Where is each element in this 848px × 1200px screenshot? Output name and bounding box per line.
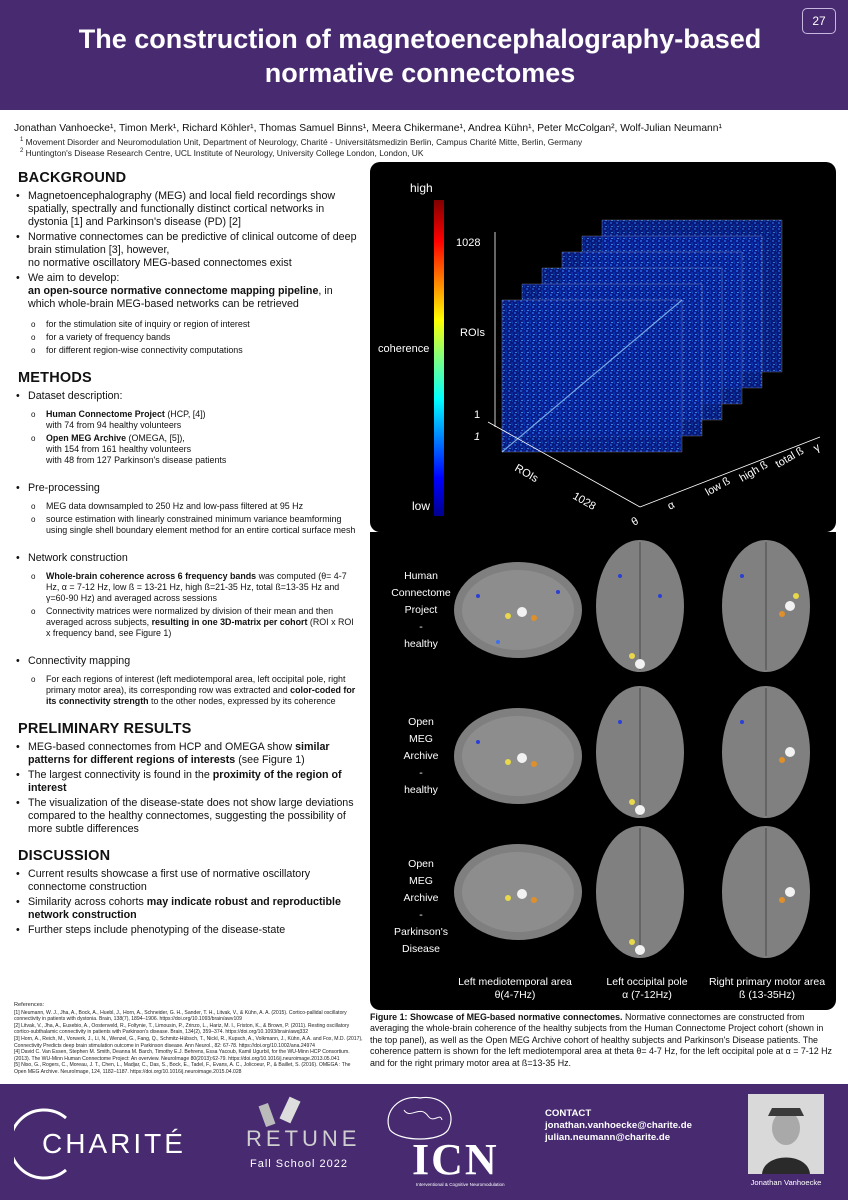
y-axis-label: ROIs <box>460 327 486 339</box>
brain-top-hcp-occipital <box>596 540 684 672</box>
retune-shapes-icon <box>258 1096 301 1128</box>
results-bullet-3: The visualization of the disease-state d… <box>14 797 360 836</box>
pre-sub-1: MEG data downsampled to 250 Hz and low-p… <box>14 501 360 512</box>
contact-block: CONTACT jonathan.vanhoecke@charite.de ju… <box>545 1108 692 1144</box>
brain-top-hcp-motor <box>722 540 810 672</box>
affiliation-1: 1 Movement Disorder and Neuromodulation … <box>20 136 583 147</box>
aim-sub-2: for a variety of frequency bands <box>14 332 360 343</box>
colorbar-high-label: high <box>410 181 433 195</box>
brain-lateral-omega-pd <box>454 844 582 940</box>
discussion-bullet-1: Current results showcase a first use of … <box>14 868 360 894</box>
author-photo <box>748 1094 824 1174</box>
band-label: γ <box>812 441 823 454</box>
methods-heading: METHODS <box>18 370 92 386</box>
brain-top-omega-pd-motor <box>722 826 810 958</box>
y-axis-bottom-tick: 1 <box>474 409 480 421</box>
band-label: α <box>666 499 678 513</box>
x-axis-end-tick: 1028 <box>571 490 598 513</box>
fall-school-label: Fall School 2022 <box>250 1158 348 1170</box>
discussion-heading: DISCUSSION <box>18 848 111 864</box>
icn-logo-text: ICN <box>412 1135 499 1184</box>
background-bullet-1: Magnetoencephalography (MEG) and local f… <box>14 190 360 229</box>
preprocessing-bullet: Pre-processing <box>14 482 360 495</box>
network-bullet: Network construction <box>14 552 360 565</box>
charite-c-icon <box>14 1108 67 1180</box>
contact-email-2[interactable]: julian.neumann@charite.de <box>545 1132 671 1143</box>
results-bullet-1: MEG-based connectomes from HCP and OMEGA… <box>14 741 360 767</box>
footer-banner: CHARITÉ RETUNE Fall School 2022 ICN Inte… <box>0 1084 848 1200</box>
photo-caption: Jonathan Vanhoecke <box>750 1178 822 1187</box>
discussion-bullet-3: Further steps include phenotyping of the… <box>14 924 360 937</box>
retune-logo-text: RETUNE <box>246 1126 361 1151</box>
left-column: BACKGROUND Magnetoencephalography (MEG) … <box>14 170 360 939</box>
reference-item: [3] Horn, A., Reich, M., Vorwerk, J., Li… <box>14 1035 363 1049</box>
omega-sub: Open MEG Archive (OMEGA, [5]),with 154 f… <box>14 433 360 466</box>
background-bullet-3: We aim to develop:an open-source normati… <box>14 272 360 311</box>
brain-top-omega-healthy-occipital <box>596 686 684 818</box>
aim-sub-1: for the stimulation site of inquiry or r… <box>14 319 360 330</box>
author-list: Jonathan Vanhoecke¹, Timon Merk¹, Richar… <box>14 123 722 134</box>
brain-top-omega-healthy-motor <box>722 686 810 818</box>
background-heading: BACKGROUND <box>18 170 127 186</box>
reference-item: [5] Niso, G., Rogers, C., Moreau, J. T.,… <box>14 1062 351 1075</box>
x-axis-label: ROIs <box>513 462 541 485</box>
colorbar <box>434 200 444 516</box>
contact-title: CONTACT <box>545 1108 592 1119</box>
band-label: low ß <box>704 475 733 499</box>
mapping-bullet: Connectivity mapping <box>14 655 360 668</box>
results-heading: PRELIMINARY RESULTS <box>18 721 192 737</box>
affiliation-2: 2 Huntington's Disease Research Centre, … <box>20 147 424 158</box>
brain-top-omega-pd-occipital <box>596 826 684 958</box>
x-axis-start-tick: 1 <box>474 431 480 443</box>
matrix-axes <box>487 232 821 508</box>
discussion-bullet-2: Similarity across cohorts may indicate r… <box>14 896 360 922</box>
matrix-diagonal <box>501 299 683 453</box>
brain-outline-icon <box>387 1096 452 1140</box>
header-banner: The construction of magnetoencephalograp… <box>0 0 848 110</box>
colorbar-title: coherence <box>378 343 429 355</box>
poster-title: The construction of magnetoencephalograp… <box>78 24 762 88</box>
charite-logo-text: CHARITÉ <box>42 1128 186 1159</box>
poster-number-badge: 27 <box>802 8 836 34</box>
aim-sub-3: for different region-wise connectivity c… <box>14 345 360 356</box>
reference-item: [4] David C. Van Essen, Stephen M. Smith… <box>14 1049 350 1062</box>
pre-sub-2: source estimation with linearly constrai… <box>14 514 360 536</box>
connectivity-matrix-figure: high low coherence 1028 ROIs 1 1 ROIs 10… <box>370 162 836 532</box>
hcp-sub: Human Connectome Project (HCP, [4])with … <box>14 409 360 431</box>
matrix-slices <box>501 219 783 453</box>
results-bullet-2: The largest connectivity is found in the… <box>14 769 360 795</box>
references: References: [1] Neumann, W. J., Jha, A.,… <box>14 1002 364 1076</box>
net-sub-2: Connectivity matrices were normalized by… <box>14 606 360 639</box>
reference-item: [1] Neumann, W. J., Jha, A., Bock, A., H… <box>14 1009 347 1023</box>
map-sub-1: For each regions of interest (left medio… <box>14 674 360 707</box>
band-label: θ <box>630 515 641 528</box>
brain-lateral-omega-healthy <box>454 708 582 804</box>
net-sub-1: Whole-brain coherence across 6 frequency… <box>14 571 360 604</box>
background-bullet-2: Normative connectomes can be predictive … <box>14 231 360 270</box>
icn-subtitle: Interventional & Cognitive Neuromodulati… <box>416 1182 505 1187</box>
y-axis-top-tick: 1028 <box>456 237 480 249</box>
reference-item: [2] Litvak, V., Jha, A., Eusebio, A., Oo… <box>14 1022 350 1036</box>
figure-caption: Figure 1: Showcase of MEG-based normativ… <box>370 1012 832 1068</box>
colorbar-low-label: low <box>412 499 430 513</box>
references-title: References: <box>14 1002 45 1008</box>
contact-email-1[interactable]: jonathan.vanhoecke@charite.de <box>545 1120 692 1131</box>
dataset-bullet: Dataset description: <box>14 390 360 403</box>
brain-lateral-hcp <box>454 562 582 658</box>
matrix-svg: high low coherence 1028 ROIs 1 1 ROIs 10… <box>378 181 823 529</box>
